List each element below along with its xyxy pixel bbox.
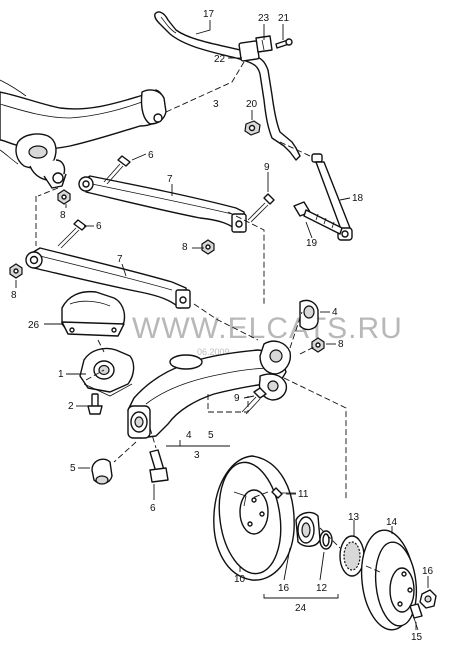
bolt-6-upper: [103, 155, 131, 185]
bolt-6-middle: [57, 219, 87, 249]
callout-3: 3: [213, 99, 219, 110]
callout-8-d: 8: [338, 339, 344, 350]
callout-20: 20: [246, 99, 258, 110]
callout-14: 14: [386, 517, 398, 528]
callout-16-nut: 16: [422, 566, 434, 577]
bolt-2: [87, 393, 103, 415]
callout-22: 22: [214, 54, 226, 65]
callout-16-bearing: 16: [278, 583, 290, 594]
callout-24: 24: [295, 603, 307, 614]
buffer-5: [91, 458, 113, 485]
bushing-4: [299, 299, 319, 331]
callout-11: 11: [298, 489, 309, 500]
bolt-19: [293, 201, 343, 235]
callout-23: 23: [258, 13, 270, 24]
nut-8-c: [9, 263, 23, 279]
leader-lines: [15, 20, 429, 630]
circlip: [319, 530, 333, 550]
abs-sensor-ring: [339, 535, 365, 577]
bolt-6-lower: [149, 449, 169, 483]
callout-12: 12: [316, 583, 328, 594]
callout-2: 2: [68, 401, 74, 412]
callout-17: 17: [203, 9, 215, 20]
rubber-mount: [61, 290, 126, 337]
callout-7-lower: 7: [117, 254, 123, 265]
mounting-bracket: [79, 347, 135, 397]
trailing-arm: [127, 340, 292, 439]
callout-6-middle: 6: [96, 221, 102, 232]
callout-5-group: 5: [208, 430, 214, 441]
callout-7-upper: 7: [167, 174, 173, 185]
nut-8-a: [57, 189, 71, 205]
callout-15: 15: [411, 632, 423, 643]
hub-nut: [419, 589, 437, 609]
bolt-9-lower: [241, 387, 267, 415]
callout-13: 13: [348, 512, 360, 523]
control-link-lower: [25, 247, 191, 309]
callout-8-a: 8: [60, 210, 66, 221]
nut-8-b: [201, 239, 215, 255]
callout-26: 26: [28, 320, 40, 331]
watermark-date: 06.2009: [197, 347, 230, 357]
callout-21: 21: [278, 13, 290, 24]
callout-4-lower: 4: [186, 430, 192, 441]
callout-6-upper: 6: [148, 150, 154, 161]
subframe: [0, 79, 167, 189]
brake-backing-plate: [213, 455, 295, 581]
callout-4-upper: 4: [332, 307, 338, 318]
callout-8-c: 8: [11, 290, 17, 301]
callout-6-lower: 6: [150, 503, 156, 514]
callout-19: 19: [306, 238, 318, 249]
callout-numbers: 17 23 21 22 20 3 6 9 7 18 8 6 19 8 7 8 4…: [11, 9, 434, 643]
callout-9-upper: 9: [264, 162, 270, 173]
clamp-bolt-21: [275, 38, 293, 49]
stabilizer-clamp: [238, 35, 273, 62]
bolt-9-upper: [247, 193, 275, 223]
stabilizer-bar: [154, 11, 301, 161]
brake-disc-hub: [360, 529, 418, 631]
callout-10: 10: [234, 574, 246, 585]
assembly-dashed-lines: [35, 61, 381, 573]
callout-9-lower: 9: [234, 393, 240, 404]
wheel-bearing: [295, 511, 321, 547]
callout-18: 18: [352, 193, 364, 204]
callout-8-b: 8: [182, 242, 188, 253]
nut-20: [244, 120, 261, 136]
nut-8-d: [311, 337, 325, 353]
callout-1: 1: [58, 369, 64, 380]
bolt-11: [271, 487, 296, 499]
watermark-text: WWW.ELCATS.RU: [132, 312, 403, 345]
callout-5-buffer: 5: [70, 463, 76, 474]
callout-3-group: 3: [194, 450, 200, 461]
coupling-rod: [311, 153, 353, 241]
control-link-upper: [78, 175, 247, 233]
